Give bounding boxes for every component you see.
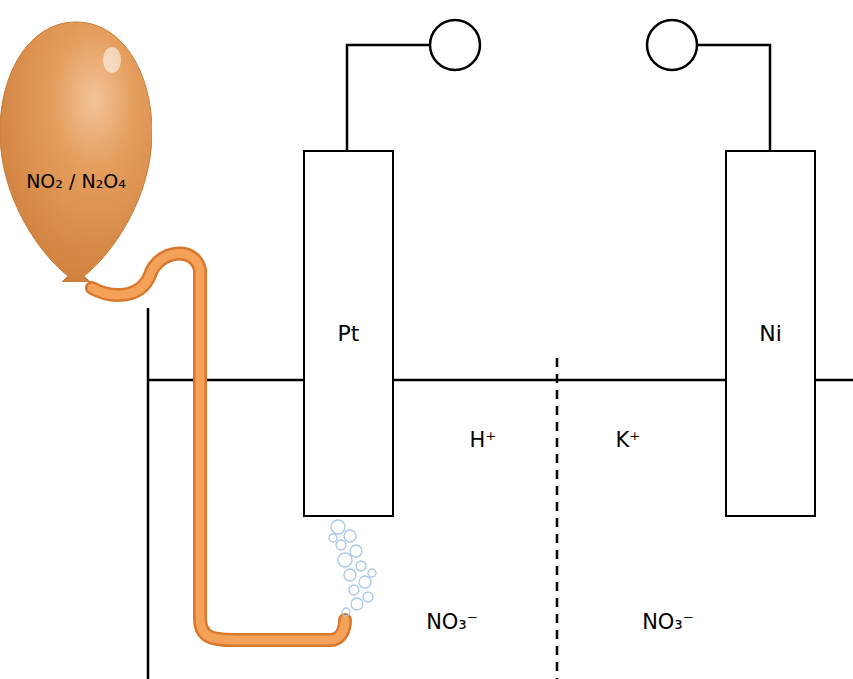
electrode: Pt	[303, 150, 394, 517]
node-label: Pt	[338, 321, 360, 346]
electrode: Ni	[725, 150, 816, 517]
ion-label: H⁺	[470, 428, 497, 452]
ion-label: NO₃⁻	[426, 610, 478, 634]
gas-bubbles	[329, 520, 376, 616]
node-label: NO₂ / N₂O₄	[26, 170, 126, 192]
porous-membrane	[556, 358, 559, 679]
balloon-shape	[0, 20, 152, 282]
wire	[697, 45, 770, 152]
gas-balloon: NO₂ / N₂O₄	[0, 20, 152, 282]
terminal	[430, 20, 480, 70]
ion-label: K⁺	[616, 428, 641, 452]
cell-wall	[147, 308, 150, 679]
ion-label: NO₃⁻	[642, 610, 694, 634]
node-label: Ni	[759, 321, 782, 346]
terminal	[647, 20, 697, 70]
wire	[347, 45, 430, 152]
